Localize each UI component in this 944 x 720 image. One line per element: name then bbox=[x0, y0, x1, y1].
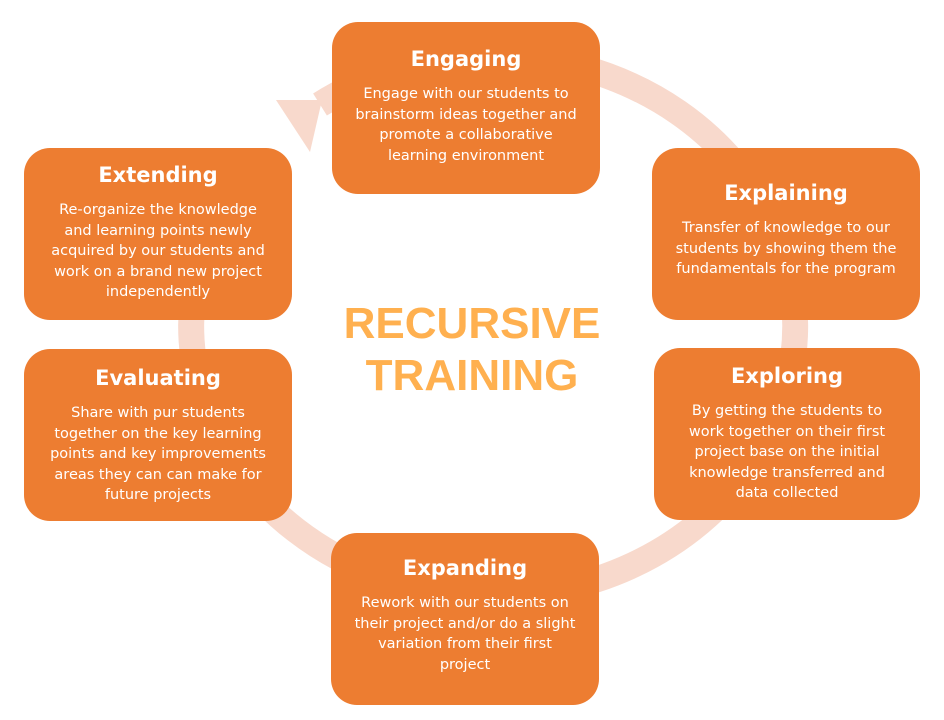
step-description: Re-organize the knowledge and learning p… bbox=[51, 202, 265, 300]
step-title: Explaining bbox=[724, 181, 848, 205]
step-title: Evaluating bbox=[95, 366, 221, 390]
step-box-engaging: Engaging Engage with our students to bra… bbox=[332, 22, 600, 194]
step-title: Extending bbox=[98, 163, 218, 187]
step-description: By getting the students to work together… bbox=[688, 403, 886, 501]
center-title-line1: RECURSIVE bbox=[343, 299, 601, 348]
cycle-arrow-icon bbox=[276, 100, 322, 152]
step-description: Share with pur students together on the … bbox=[50, 405, 266, 503]
step-title: Exploring bbox=[730, 364, 844, 388]
center-title: RECURSIVE TRAINING bbox=[300, 298, 644, 402]
step-title: Expanding bbox=[402, 556, 528, 580]
step-description: Rework with our students on their projec… bbox=[354, 595, 576, 673]
step-box-exploring: Exploring By getting the students to wor… bbox=[654, 348, 920, 520]
step-description: Engage with our students to brainstorm i… bbox=[355, 86, 577, 164]
step-box-evaluating: Evaluating Share with pur students toget… bbox=[24, 349, 292, 521]
step-description: Transfer of knowledge to our students by… bbox=[675, 220, 897, 277]
step-box-expanding: Expanding Rework with our students on th… bbox=[331, 533, 599, 705]
step-box-extending: Extending Re-organize the knowledge and … bbox=[24, 148, 292, 320]
center-title-line2: TRAINING bbox=[365, 351, 579, 400]
step-title: Engaging bbox=[410, 47, 522, 71]
step-box-explaining: Explaining Transfer of knowledge to our … bbox=[652, 148, 920, 320]
